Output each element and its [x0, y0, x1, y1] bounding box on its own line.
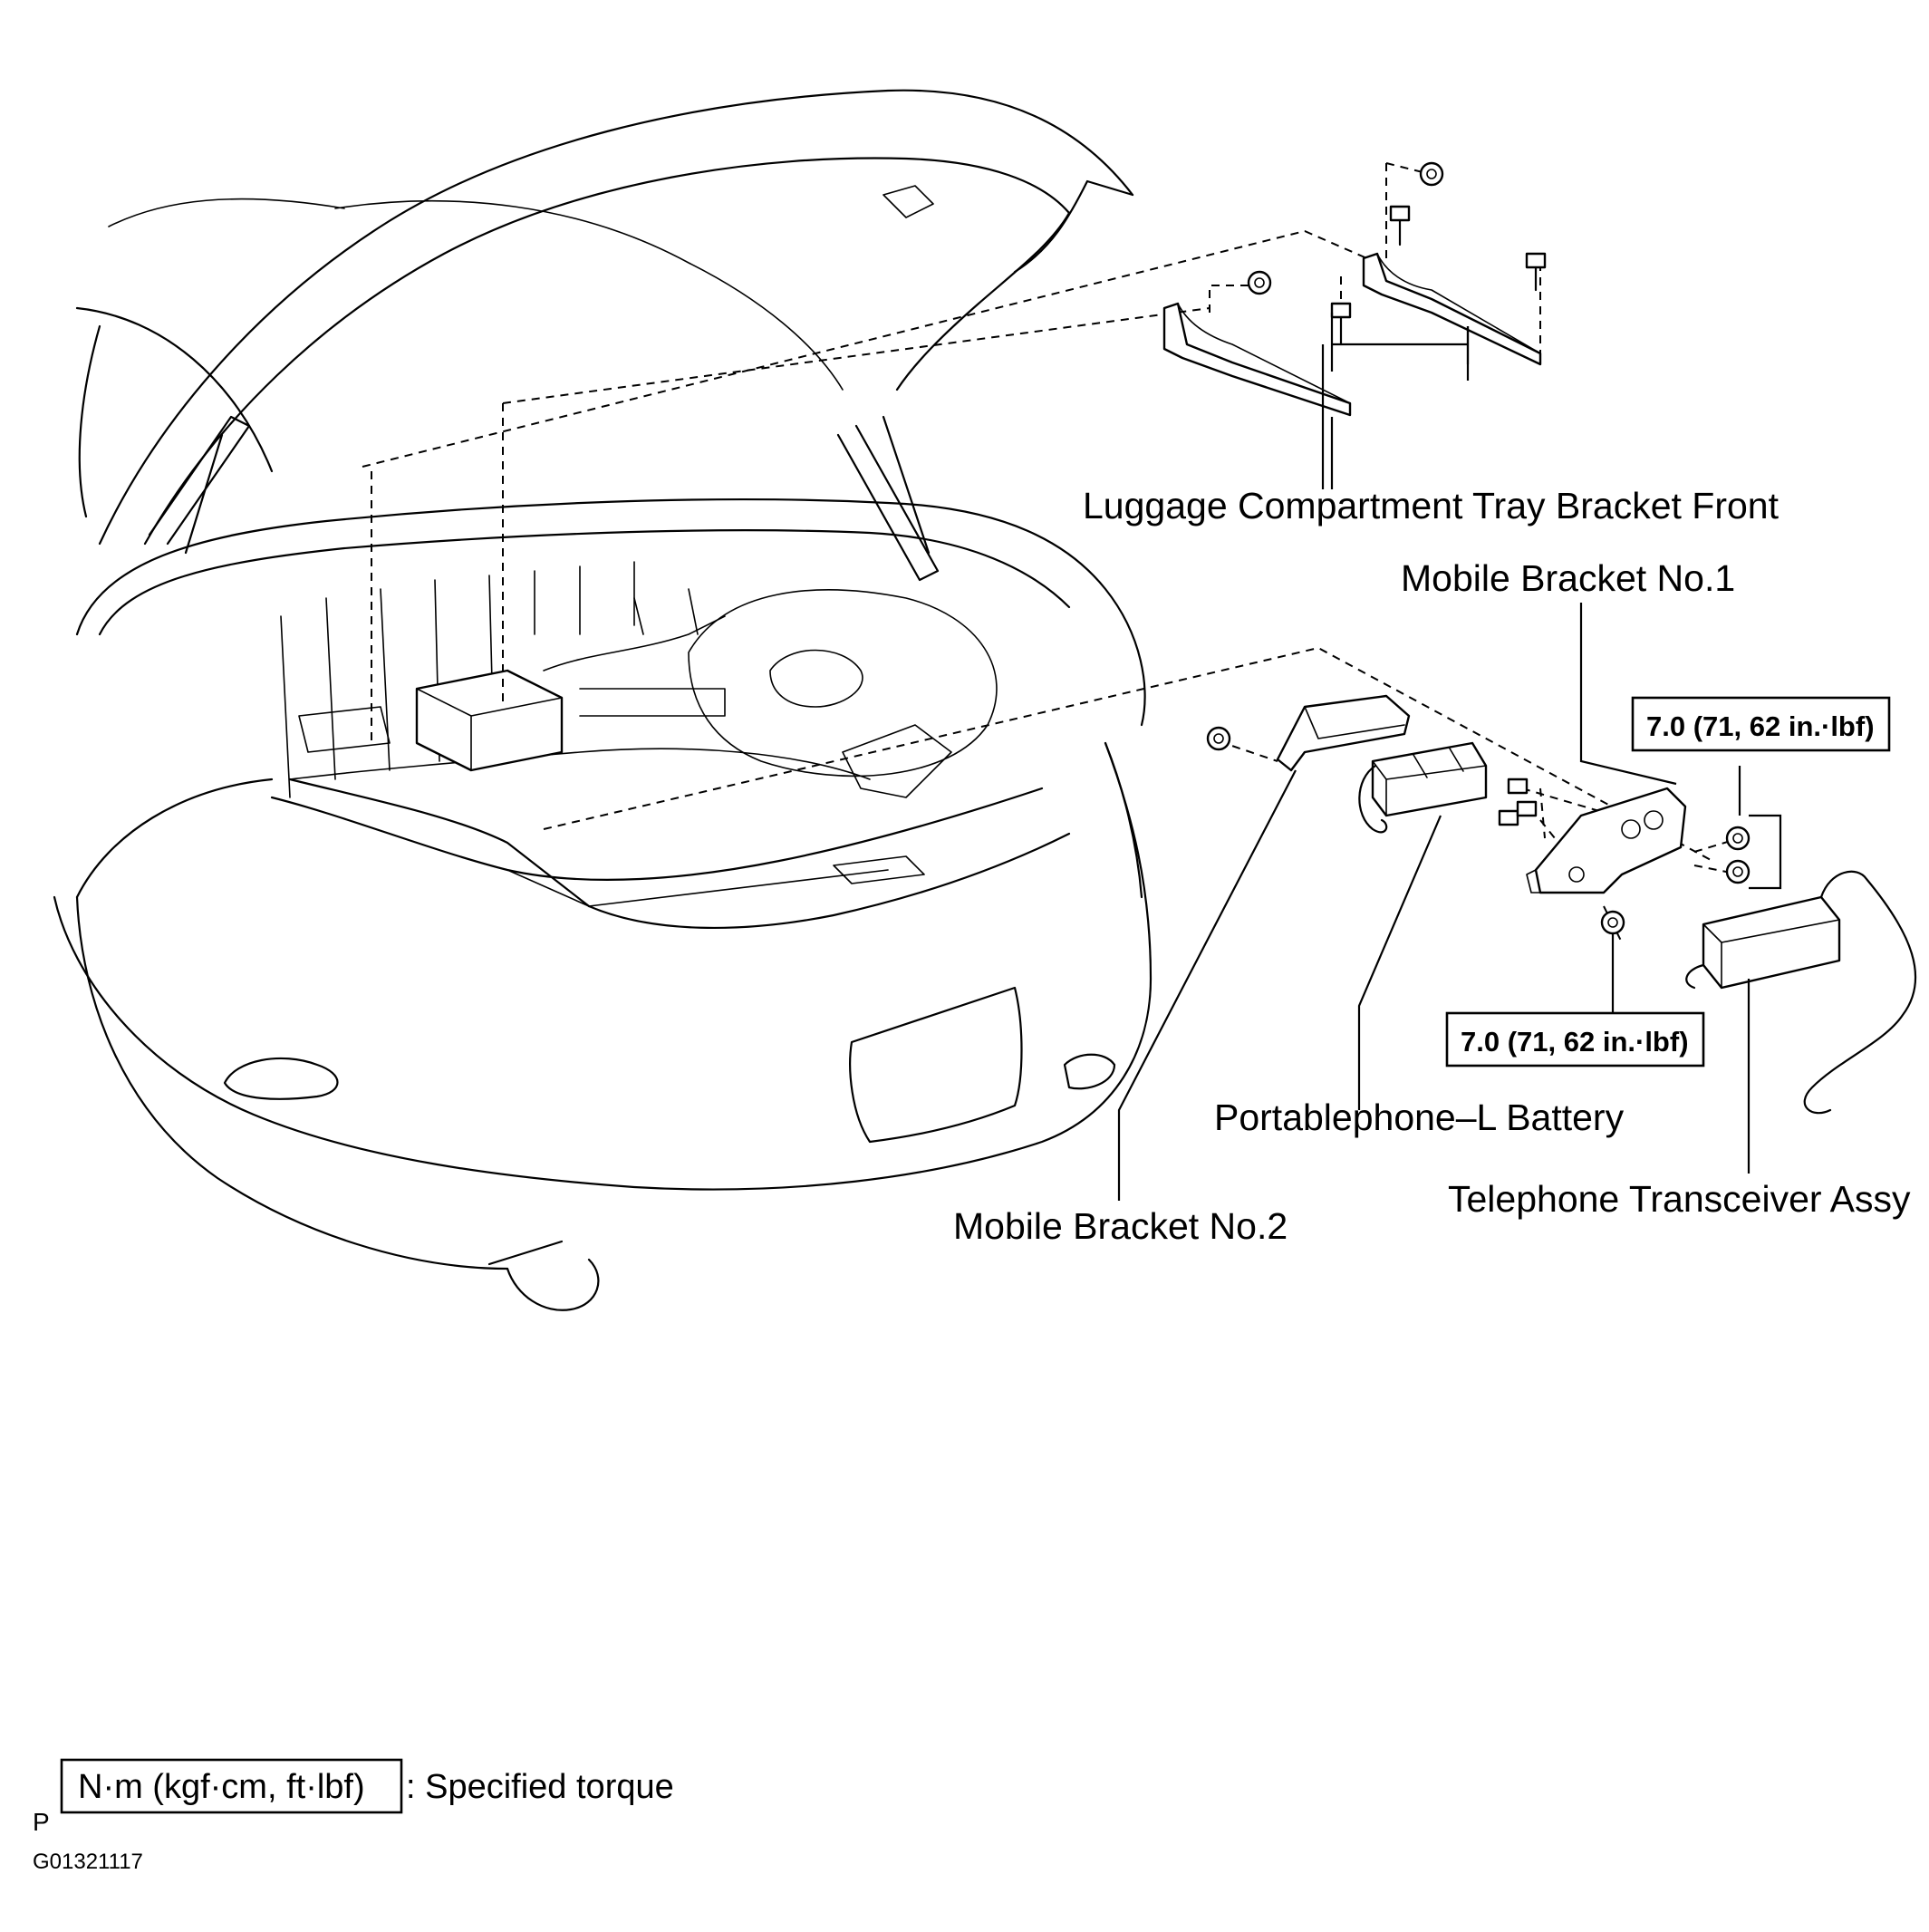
- legend-description: : Specified torque: [406, 1768, 674, 1806]
- label-battery: Portablephone–L Battery: [1214, 1096, 1625, 1138]
- torque-value-lower: 7.0 (71, 62 in.·lbf): [1461, 1026, 1689, 1058]
- legend-unit: N·m (kgf·cm, ft·lbf): [78, 1768, 365, 1806]
- leader-lines: [1117, 313, 1782, 1201]
- torque-value-upper: 7.0 (71, 62 in.·lbf): [1646, 710, 1875, 742]
- tray-bracket-front-parts: [1162, 161, 1547, 417]
- label-transceiver: Telephone Transceiver Assy: [1448, 1178, 1911, 1220]
- label-mobile-bracket-1: Mobile Bracket No.1: [1401, 557, 1735, 599]
- figure-code: G01321117: [33, 1850, 143, 1874]
- label-mobile-bracket-2: Mobile Bracket No.2: [953, 1205, 1288, 1247]
- footer-marker: P: [33, 1808, 50, 1836]
- torque-legend: N·m (kgf·cm, ft·lbf) : Specified torque: [60, 1758, 674, 1814]
- torque-spec-upper: 7.0 (71, 62 in.·lbf): [1631, 696, 1891, 752]
- label-tray-bracket: Luggage Compartment Tray Bracket Front: [1083, 485, 1780, 526]
- assembly-reference-lines: [362, 162, 1741, 943]
- vehicle-rear-illustration: [53, 89, 1153, 1311]
- torque-spec-lower: 7.0 (71, 62 in.·lbf): [1445, 1011, 1705, 1067]
- phone-components: [1206, 694, 1917, 1115]
